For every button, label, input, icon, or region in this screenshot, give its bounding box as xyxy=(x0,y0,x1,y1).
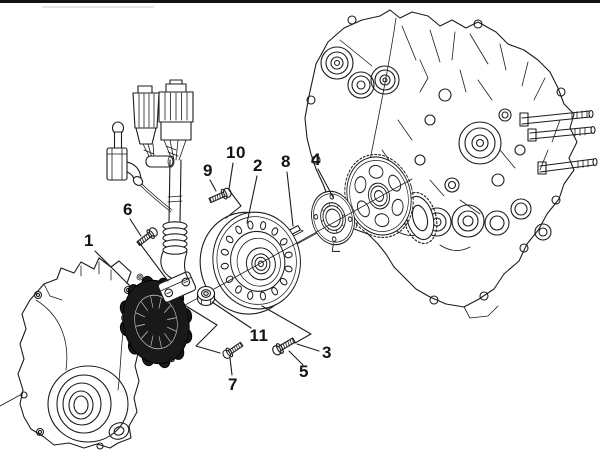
leader-5 xyxy=(288,350,304,366)
stator-assembly xyxy=(119,275,193,369)
assembly-axis-overlay xyxy=(213,178,413,290)
mounting-studs xyxy=(519,109,598,175)
leader-8 xyxy=(286,171,294,227)
callout-8: 8 xyxy=(281,152,291,171)
connector-large xyxy=(158,79,194,161)
page-edge-artifact xyxy=(0,0,600,3)
leader-2 xyxy=(246,175,258,224)
callout-1: 1 xyxy=(84,231,94,250)
callout-3: 3 xyxy=(322,343,332,362)
spark-plug-cap xyxy=(106,121,173,213)
bracket-3-5 xyxy=(261,305,312,344)
timing-sprocket xyxy=(344,153,414,239)
callout-4: 4 xyxy=(311,150,321,169)
scan-smudge xyxy=(42,6,154,8)
crankcase-cover xyxy=(17,257,141,450)
cable-harness xyxy=(106,79,194,281)
bracket-9-10 xyxy=(225,189,242,219)
callout-11: 11 xyxy=(249,326,269,345)
leader-10 xyxy=(228,162,234,190)
screw-7 xyxy=(220,339,245,361)
callout-2: 2 xyxy=(253,156,263,175)
engine-crankcase xyxy=(304,9,598,319)
connector-small xyxy=(132,85,160,159)
leader-7 xyxy=(229,357,233,376)
flywheel-rotor xyxy=(199,211,301,315)
screw-6 xyxy=(134,225,160,249)
callout-10: 10 xyxy=(226,143,246,162)
bearing-flange-plate xyxy=(311,190,355,252)
leader-4 xyxy=(317,168,334,198)
callout-6: 6 xyxy=(123,200,133,219)
leader-11 xyxy=(211,301,252,329)
leader-lines xyxy=(94,162,334,376)
flywheel-nut xyxy=(196,285,216,306)
leader-1 xyxy=(94,250,142,298)
screw-3-5 xyxy=(270,334,298,358)
callout-7: 7 xyxy=(228,375,238,394)
bracket-7 xyxy=(185,305,221,354)
leader-6 xyxy=(129,218,142,237)
leader-9 xyxy=(209,179,217,192)
callout-5: 5 xyxy=(299,362,309,381)
leader-3 xyxy=(296,343,320,352)
callout-9: 9 xyxy=(203,161,213,180)
leader-6-ext xyxy=(137,240,169,282)
pickup-sensor xyxy=(157,271,197,303)
